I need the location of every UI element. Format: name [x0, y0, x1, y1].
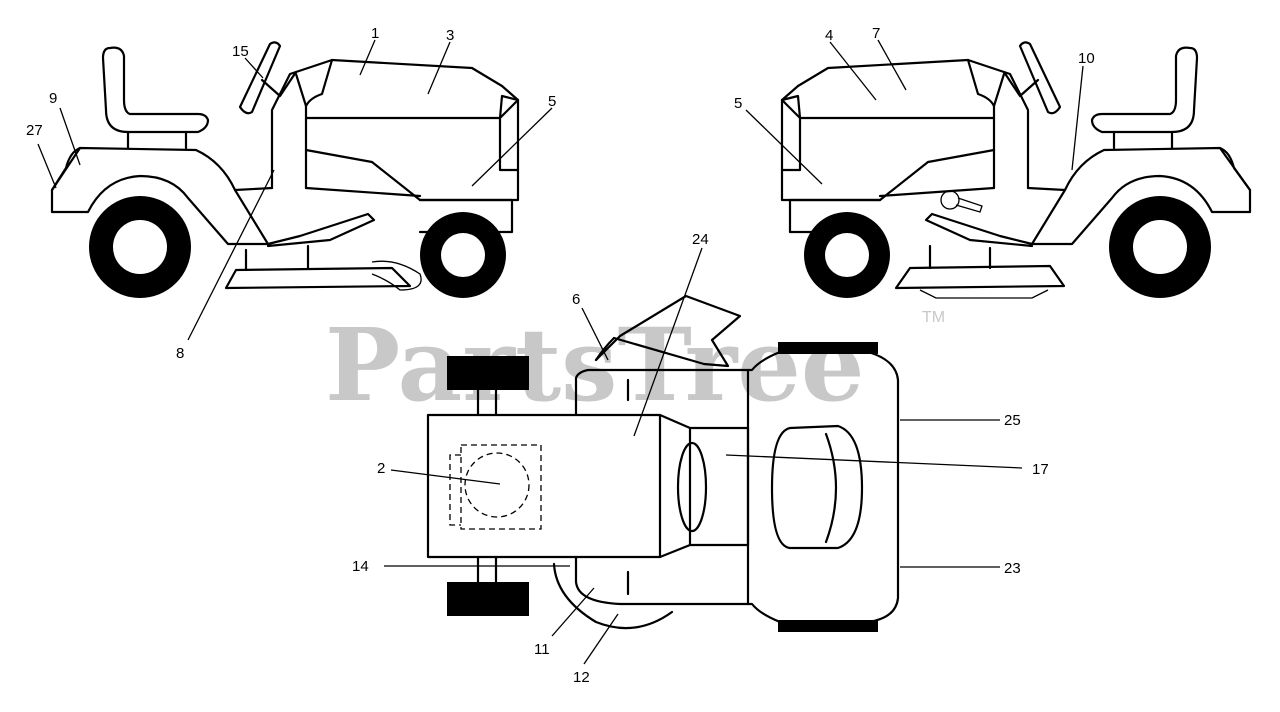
callout-17: 17	[1032, 461, 1049, 478]
mower-deck-left	[224, 266, 412, 290]
callout-1: 1	[371, 25, 379, 42]
grille-right	[780, 94, 802, 172]
callout-23: 23	[1004, 560, 1021, 577]
grille-left	[498, 94, 520, 172]
callout-14: 14	[352, 558, 369, 575]
callout-3: 3	[446, 27, 454, 44]
rear-tire-top-upper	[447, 356, 529, 390]
chassis-top	[574, 350, 900, 624]
callout-2: 2	[377, 460, 385, 477]
seat-left	[101, 46, 210, 134]
callout-12: 12	[573, 669, 590, 686]
callout-8: 8	[176, 345, 184, 362]
lift-lever-knob	[940, 190, 960, 210]
dash-top	[658, 413, 692, 559]
callout-9: 9	[49, 90, 57, 107]
hood-left	[304, 58, 520, 120]
tractor-left-view	[50, 41, 520, 298]
callout-25: 25	[1004, 412, 1021, 429]
callout-5-right: 5	[734, 95, 742, 112]
tractor-right-view	[780, 41, 1252, 299]
watermark: PartsTree TM	[325, 306, 945, 424]
pedal-arc	[552, 562, 674, 630]
callout-27: 27	[26, 122, 43, 139]
watermark-text: PartsTree	[325, 306, 865, 424]
lift-lever-top	[594, 294, 742, 368]
tractor-top-view	[426, 294, 900, 632]
hood-right	[780, 58, 996, 120]
steering-wheel-right	[1018, 41, 1062, 115]
leader-lines	[37, 39, 1084, 665]
hood-top	[770, 424, 864, 550]
callout-11: 11	[534, 641, 550, 658]
rear-tire-top-lower	[447, 582, 529, 616]
seat-right	[1090, 46, 1199, 134]
callout-10: 10	[1078, 50, 1095, 67]
callout-labels: 1 3 5 15 9 27 8 4 7 5 10 24 6 2 14 25 17…	[26, 25, 1095, 686]
callout-4: 4	[825, 27, 833, 44]
callout-5-left: 5	[548, 93, 556, 110]
callout-7: 7	[872, 25, 880, 42]
dash-console-left	[270, 58, 334, 190]
rear-fender-right	[1030, 146, 1252, 246]
dash-console-right	[966, 58, 1030, 190]
callout-15: 15	[232, 43, 249, 60]
rear-body-top	[426, 413, 662, 559]
watermark-trademark: TM	[922, 309, 945, 326]
steering-wheel-left	[238, 41, 282, 115]
mower-deck-right	[894, 264, 1066, 290]
callout-24: 24	[692, 231, 709, 248]
callout-6: 6	[572, 291, 580, 308]
